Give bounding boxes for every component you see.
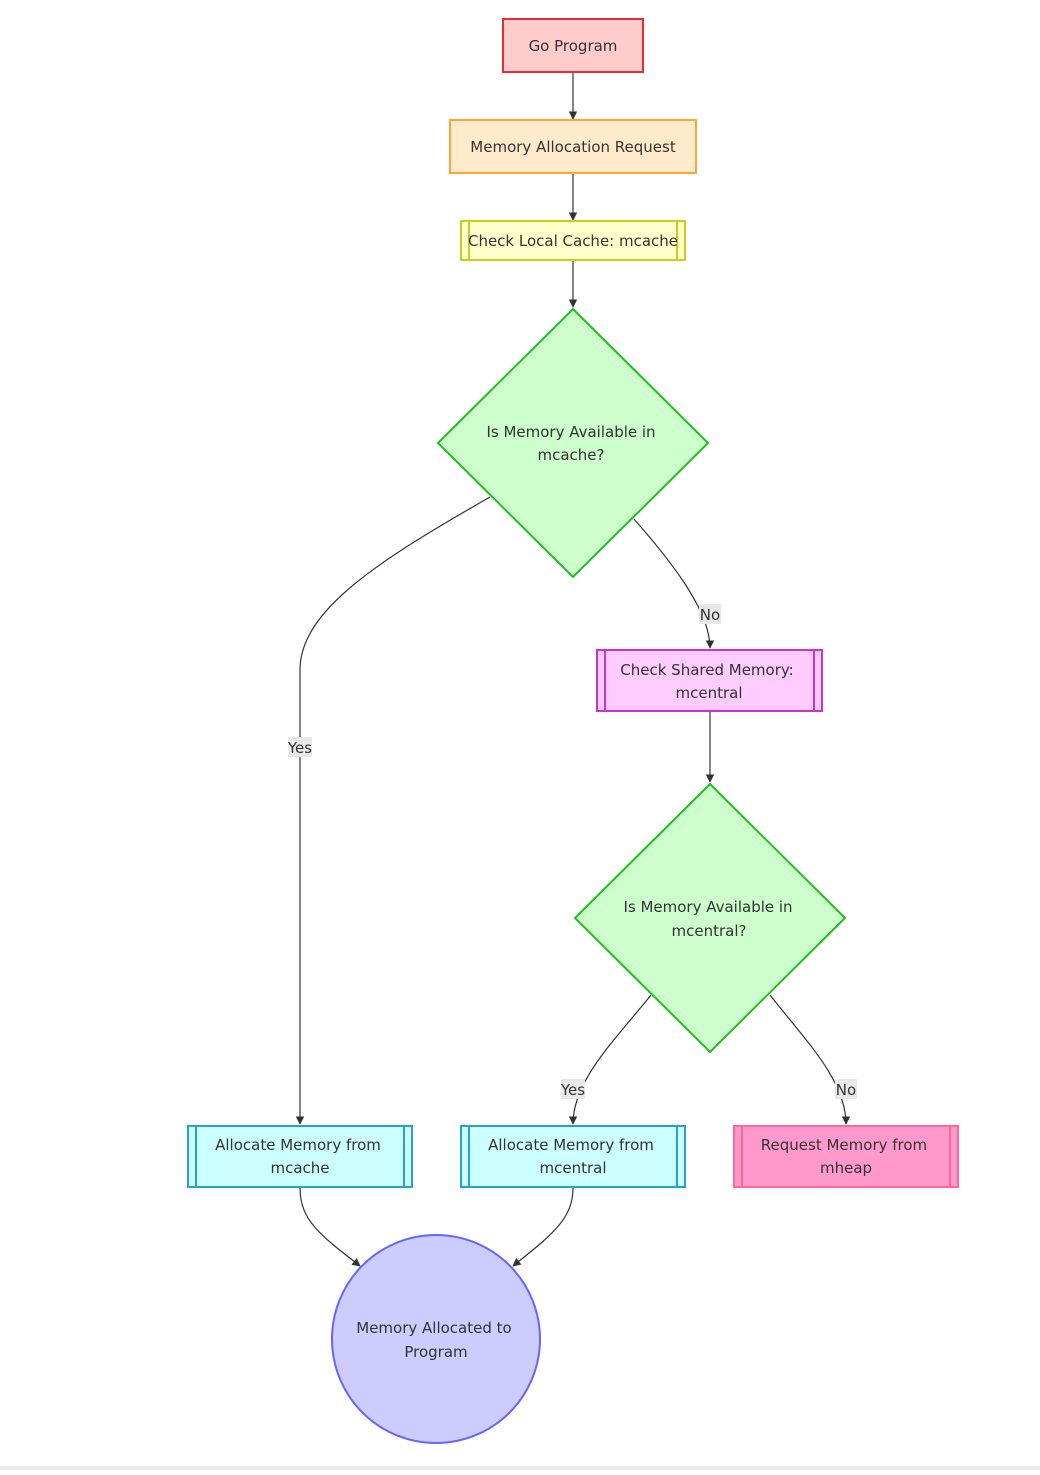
svg-text:Yes: Yes <box>287 739 312 757</box>
node-alloc-mcentral-line1: Allocate Memory from <box>488 1136 654 1154</box>
node-check-mcentral: Check Shared Memory: mcentral <box>596 649 823 712</box>
node-decision-mcache-line1: Is Memory Available in <box>486 423 655 441</box>
edges <box>295 73 851 1267</box>
node-decision-mcentral: Is Memory Available in mcentral? <box>573 782 847 1054</box>
edge-mcentral-no <box>769 994 851 1125</box>
node-alloc-mcache: Allocate Memory from mcache <box>187 1125 413 1188</box>
node-request-mheap: Request Memory from mheap <box>733 1125 959 1188</box>
edge-mcache-yes <box>295 496 491 1125</box>
edge-alloc-mcentral-to-allocated <box>512 1187 574 1267</box>
edge-label-mcache-yes: Yes <box>287 737 312 757</box>
node-check-mcache-label: Check Local Cache: mcache <box>468 232 678 250</box>
edge-mcentral-yes <box>568 994 652 1125</box>
node-check-mcentral-line1: Check Shared Memory: <box>620 661 793 679</box>
node-alloc-mcentral-line2: mcentral <box>539 1159 606 1177</box>
node-memory-allocated: Memory Allocated to Program <box>331 1234 541 1444</box>
node-check-mcache: Check Local Cache: mcache <box>460 220 686 261</box>
node-alloc-mcentral: Allocate Memory from mcentral <box>460 1125 686 1188</box>
node-decision-mcache: Is Memory Available in mcache? <box>436 307 710 579</box>
svg-text:No: No <box>836 1081 856 1099</box>
node-go-program: Go Program <box>502 18 644 73</box>
edge-label-mcentral-yes: Yes <box>560 1079 585 1099</box>
node-request-mheap-line2: mheap <box>820 1159 872 1177</box>
edge-label-mcentral-no: No <box>835 1079 857 1099</box>
edge-label-mcache-no: No <box>699 604 721 624</box>
node-go-program-label: Go Program <box>529 37 618 55</box>
node-decision-mcache-line2: mcache? <box>538 446 605 464</box>
node-request-mheap-line1: Request Memory from <box>761 1136 927 1154</box>
node-check-mcentral-line2: mcentral <box>675 684 742 702</box>
node-memory-allocated-line1: Memory Allocated to <box>356 1319 511 1337</box>
node-memory-allocated-line2: Program <box>404 1343 467 1361</box>
node-allocation-request-label: Memory Allocation Request <box>470 138 676 156</box>
node-decision-mcentral-line2: mcentral? <box>672 922 747 940</box>
node-allocation-request: Memory Allocation Request <box>449 119 697 174</box>
node-alloc-mcache-line1: Allocate Memory from <box>215 1136 381 1154</box>
node-alloc-mcache-line2: mcache <box>270 1159 329 1177</box>
bottom-edge-bar <box>0 1466 1040 1470</box>
edge-mcache-no <box>633 518 715 649</box>
edge-alloc-mcache-to-allocated <box>299 1187 361 1267</box>
node-decision-mcentral-line1: Is Memory Available in <box>623 898 792 916</box>
svg-text:No: No <box>700 606 720 624</box>
svg-text:Yes: Yes <box>560 1081 585 1099</box>
